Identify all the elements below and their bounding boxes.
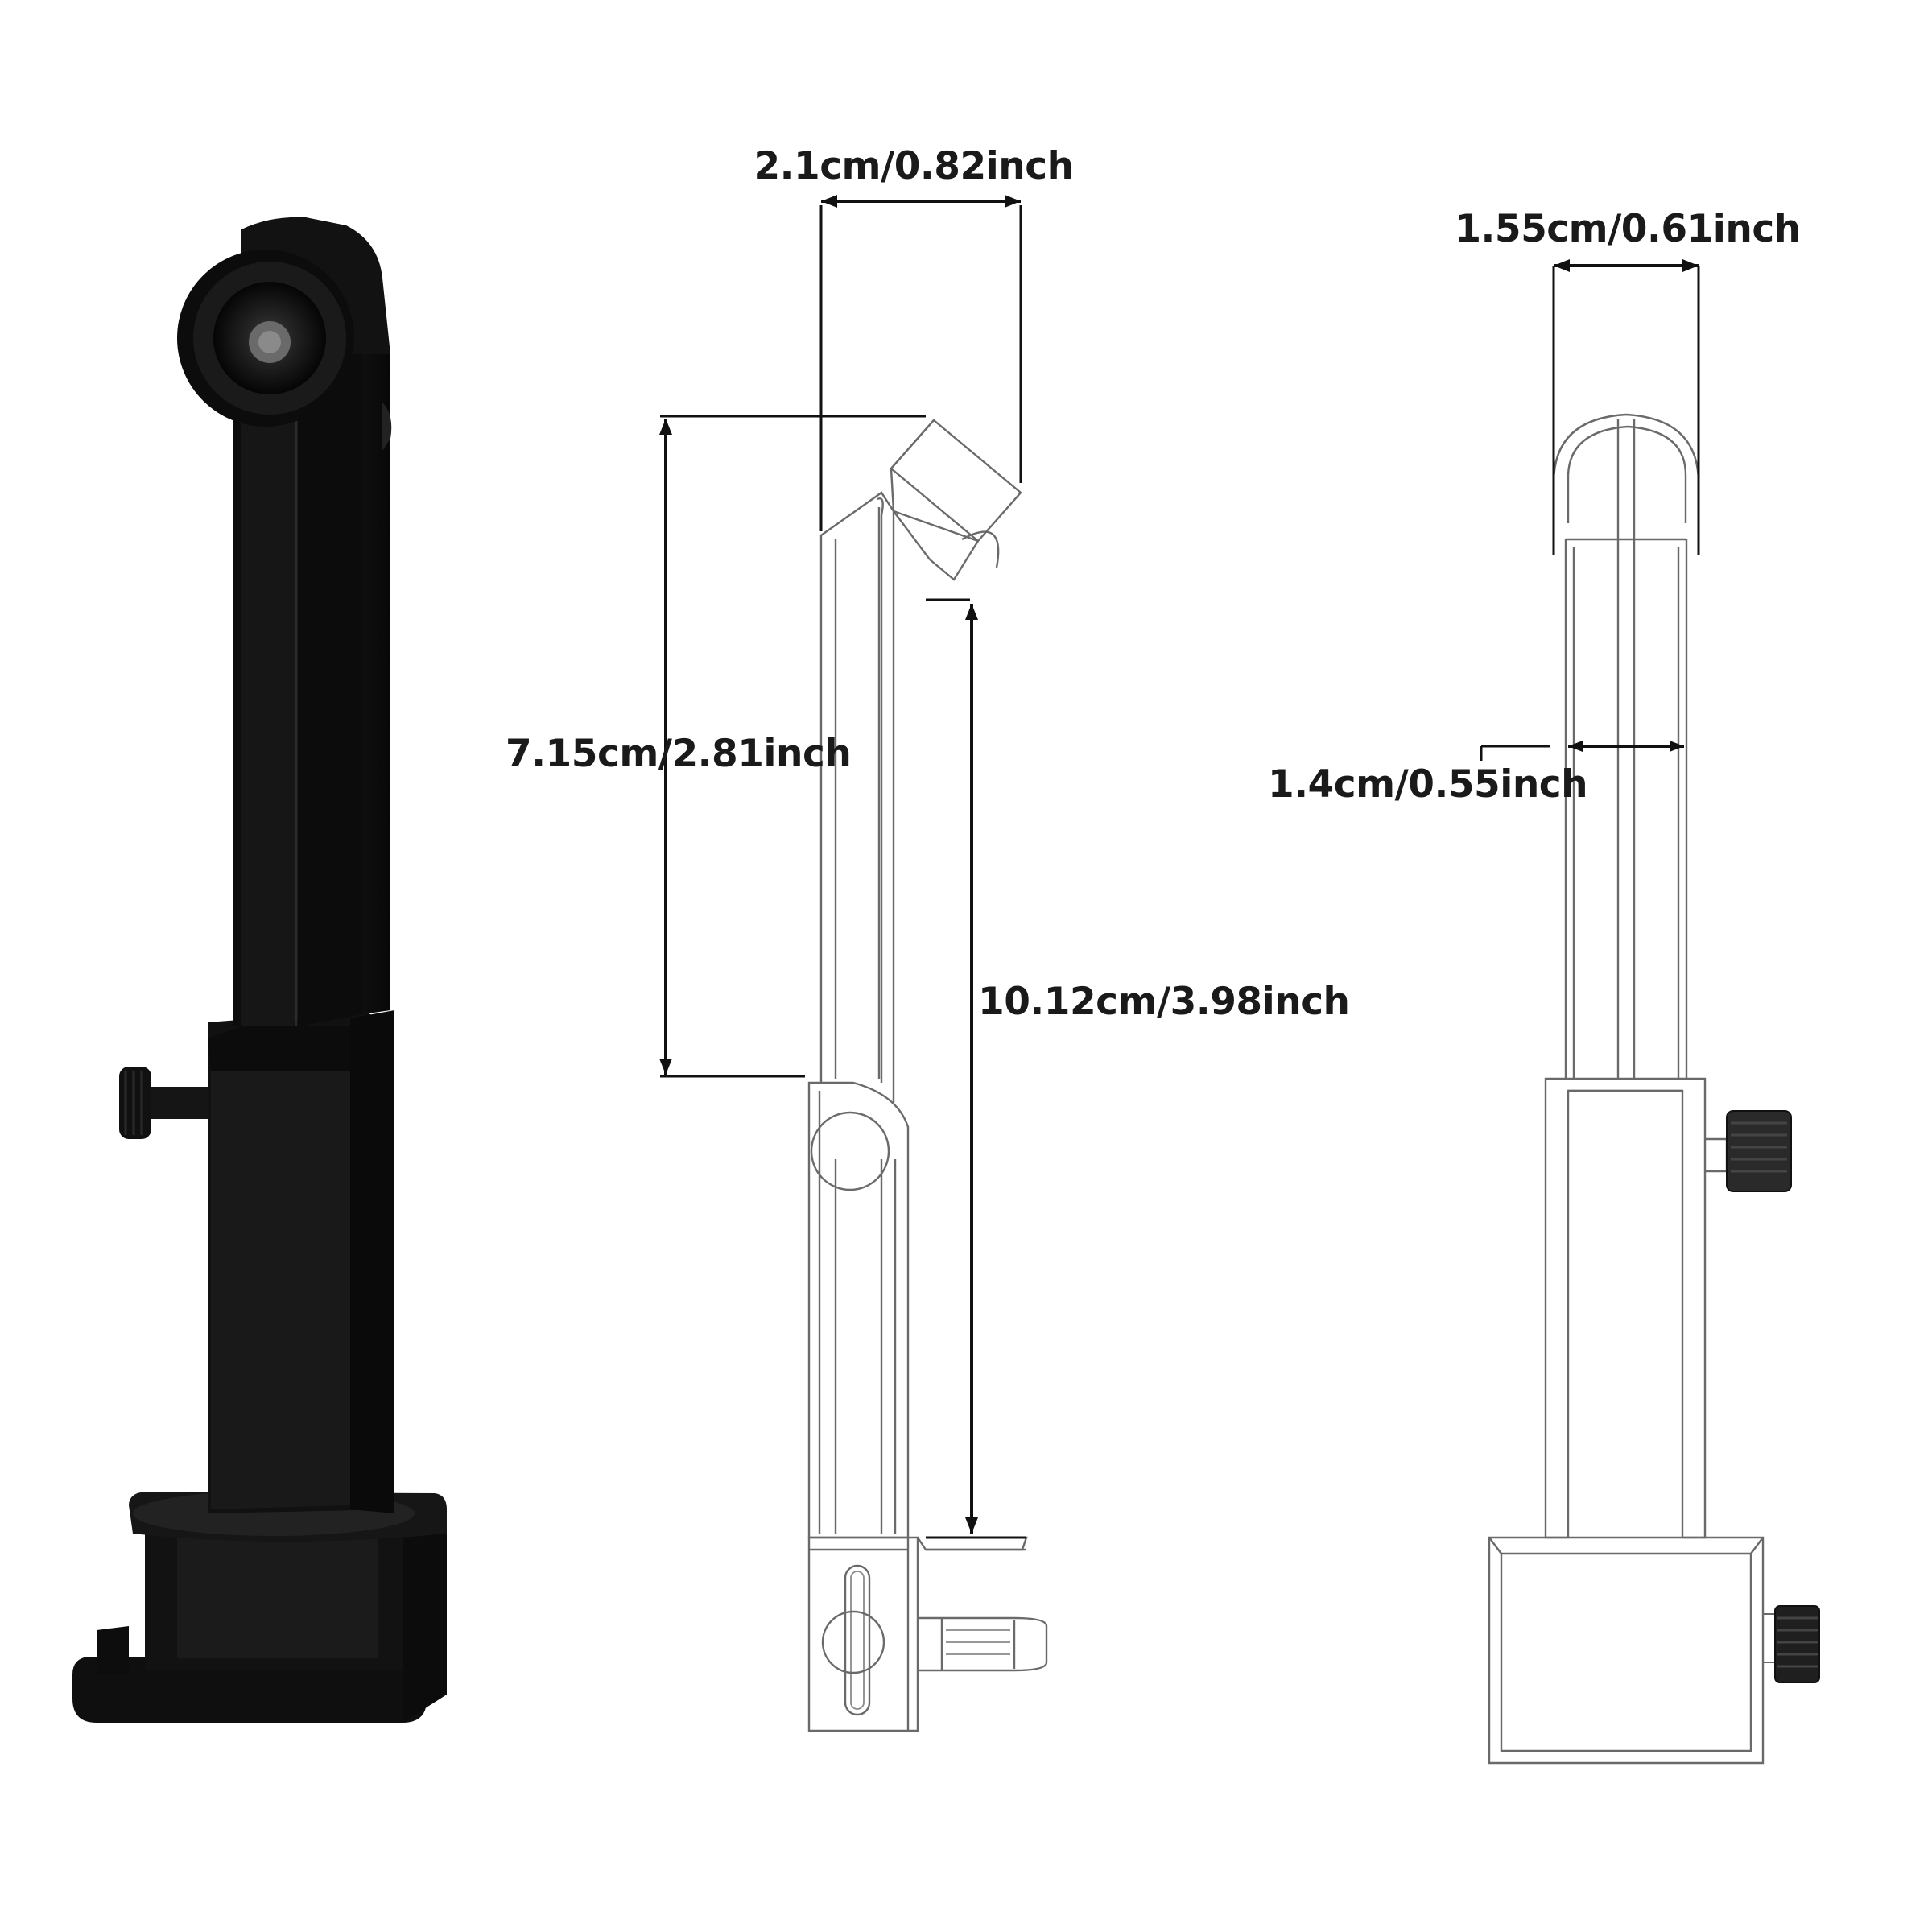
- dimension-upper-height: [659, 415, 926, 1078]
- dimension-head-width: [819, 195, 1022, 531]
- side-knob: [119, 1067, 208, 1139]
- product-photo: [72, 217, 447, 1723]
- front-knob-upper: [1705, 1110, 1792, 1192]
- dimension-arm-width: [1480, 741, 1684, 761]
- side-view-drawing: [807, 419, 1048, 1732]
- dimension-front-head-width: [1552, 259, 1700, 555]
- total-height-label: 10.12cm/3.98inch: [978, 980, 1350, 1024]
- front-view-drawing: [1488, 413, 1820, 1765]
- upper-height-label: 7.15cm/2.81inch: [506, 732, 851, 776]
- rotating-head: [177, 217, 392, 451]
- front-head-width-label: 1.55cm/0.61inch: [1455, 207, 1800, 251]
- arm-width-label: 1.4cm/0.55inch: [1268, 762, 1587, 807]
- dimension-total-height: [926, 598, 1026, 1539]
- head-width-label: 2.1cm/0.82inch: [753, 144, 1073, 188]
- front-knob-lower: [1762, 1605, 1820, 1683]
